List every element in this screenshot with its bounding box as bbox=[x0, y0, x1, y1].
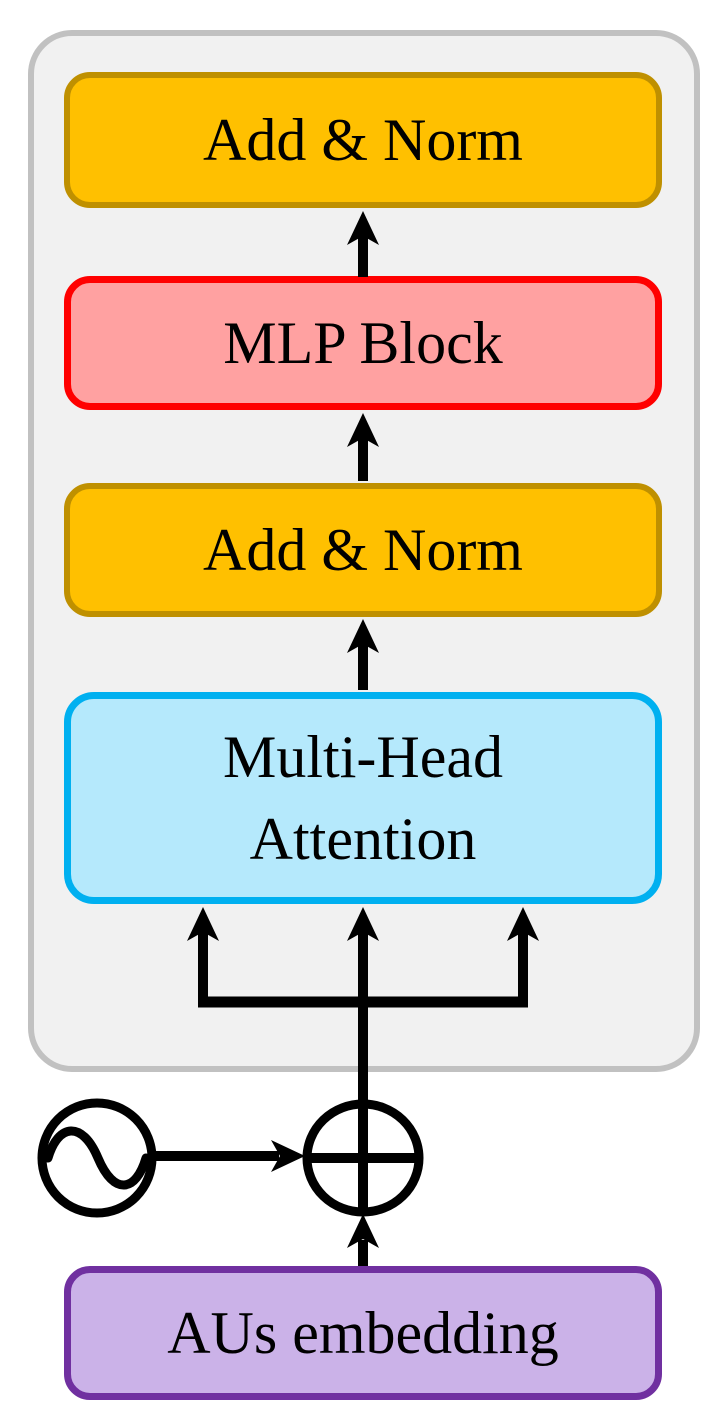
positional-encoding-circle bbox=[37, 1098, 157, 1218]
add-norm-middle-label: Add & Norm bbox=[203, 517, 523, 583]
mha-label-line1: Multi-Head bbox=[223, 724, 503, 790]
multi-head-attention-box: Multi-Head Attention bbox=[64, 692, 662, 904]
add-norm-box-middle: Add & Norm bbox=[64, 483, 662, 617]
multi-head-attention-label: Multi-Head Attention bbox=[223, 716, 503, 880]
aus-embedding-box: AUs embedding bbox=[64, 1266, 662, 1400]
positional-encoding-icon bbox=[37, 1098, 157, 1218]
mlp-block-label: MLP Block bbox=[223, 310, 503, 376]
circled-plus-icon bbox=[302, 1099, 424, 1217]
aus-embedding-label: AUs embedding bbox=[167, 1300, 559, 1366]
add-norm-box-top: Add & Norm bbox=[64, 72, 662, 208]
sine-wave bbox=[43, 1126, 151, 1190]
mha-label-line2: Attention bbox=[249, 806, 477, 872]
add-norm-top-label: Add & Norm bbox=[203, 107, 523, 173]
mlp-block-box: MLP Block bbox=[64, 276, 662, 410]
arrowhead-up-aus bbox=[347, 1214, 379, 1248]
arrowhead-right bbox=[271, 1140, 305, 1172]
plus-circle bbox=[302, 1099, 424, 1217]
